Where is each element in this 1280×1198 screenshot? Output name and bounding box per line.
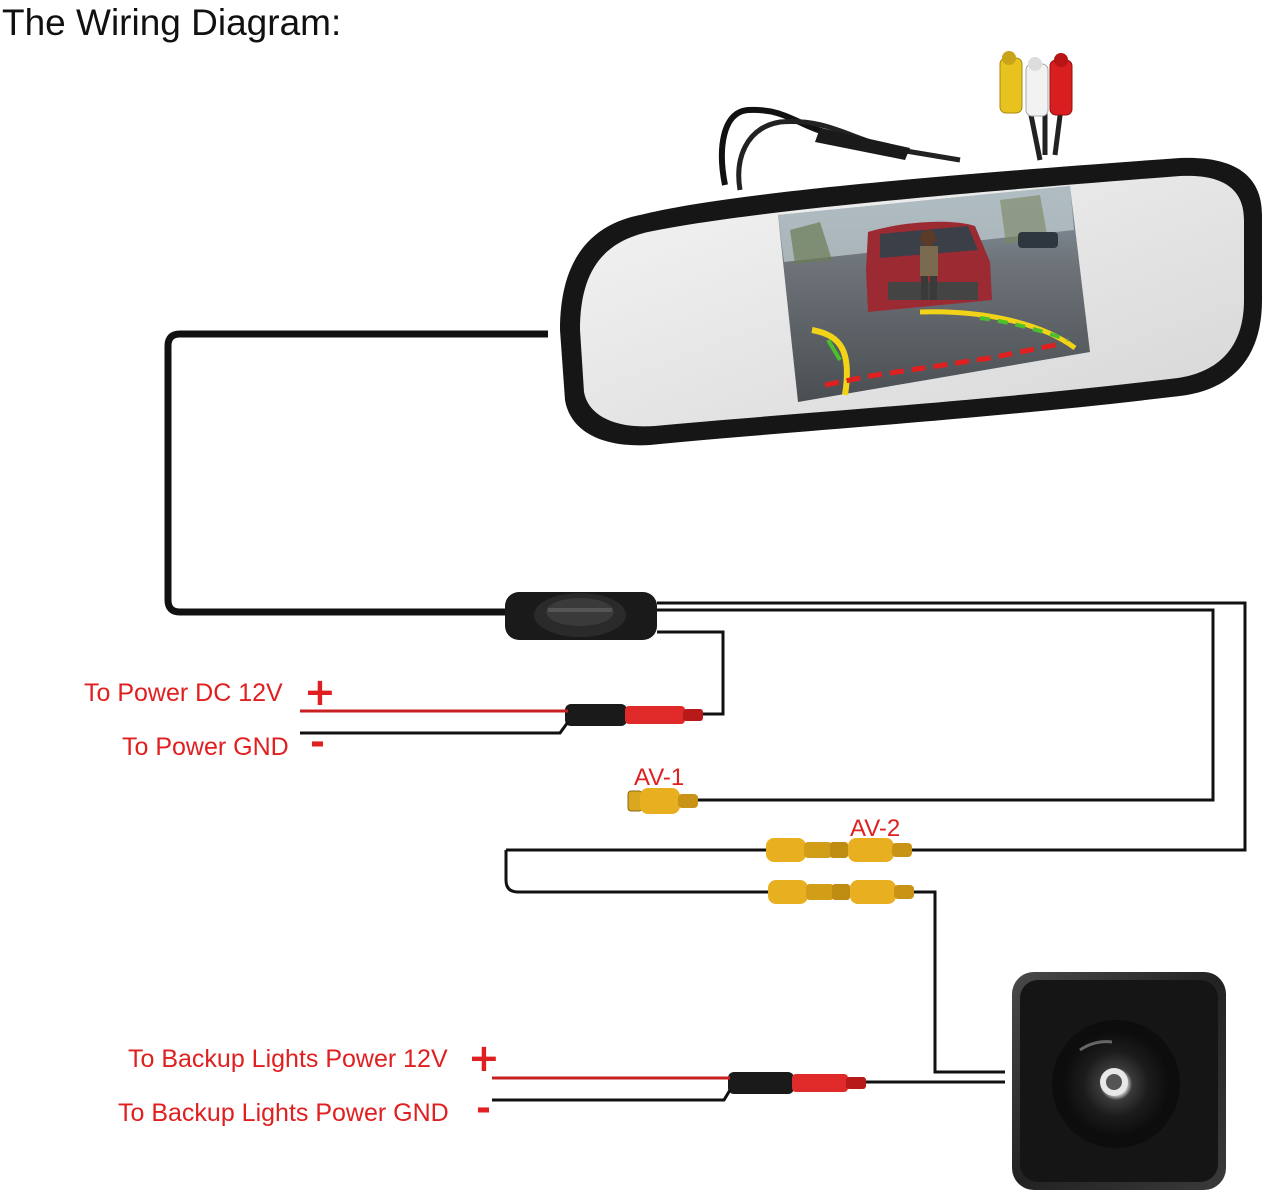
label-power-dc-12v: To Power DC 12V (84, 679, 283, 707)
minus-sign-backup: - (476, 1088, 491, 1129)
power-connector (565, 704, 703, 726)
mirror-top-cables (718, 51, 1073, 191)
harness-output-wires (657, 601, 1247, 852)
av2-rca-connectors (504, 838, 914, 904)
mirror-screen (778, 186, 1090, 402)
av1-rca-connector (627, 788, 698, 814)
label-backup-lights-power-gnd: To Backup Lights Power GND (118, 1099, 449, 1127)
label-av1: AV-1 (634, 764, 685, 791)
backup-power-connector (728, 1072, 866, 1094)
backup-power-wires (492, 1076, 732, 1102)
power-wires (300, 709, 570, 735)
main-harness-cable (164, 330, 548, 616)
mirror-rca-red (1049, 53, 1073, 116)
label-backup-lights-power-12v: To Backup Lights Power 12V (128, 1045, 448, 1073)
mirror-rca-yellow (999, 51, 1023, 114)
mirror-rca-white (1025, 57, 1049, 117)
minus-sign-power: - (310, 722, 325, 763)
camera-cable (866, 890, 1005, 1084)
plus-sign-power: + (304, 670, 336, 714)
label-power-gnd: To Power GND (122, 733, 289, 761)
harness-junction-connector (505, 592, 657, 640)
page-title: The Wiring Diagram: (2, 2, 342, 43)
label-av2: AV-2 (850, 815, 901, 842)
rearview-mirror-monitor (560, 51, 1262, 446)
plus-sign-backup: + (468, 1036, 500, 1080)
backup-camera (1012, 972, 1226, 1190)
